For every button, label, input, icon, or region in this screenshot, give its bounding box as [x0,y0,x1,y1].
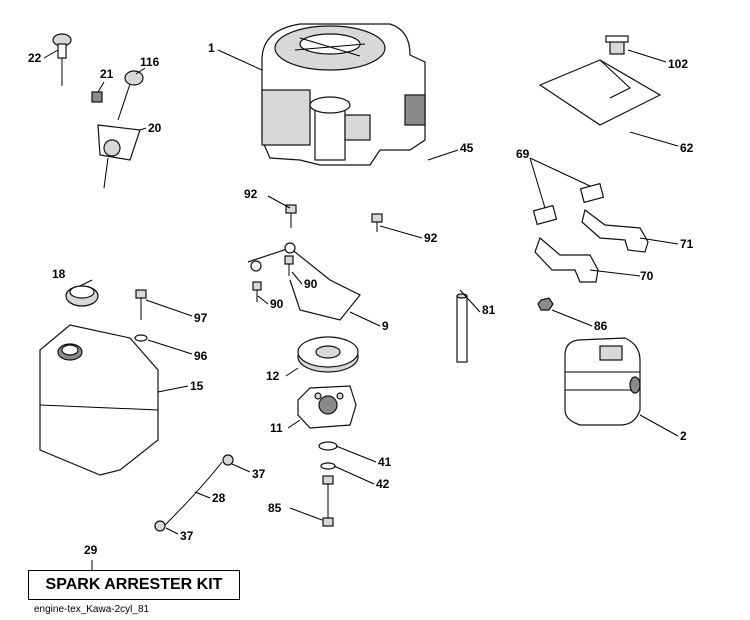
leader-lines [43,49,679,570]
label-part-71: 71 [680,237,694,251]
label-part-69: 69 [516,147,530,161]
label-part-90b: 90 [270,297,284,311]
clutch-part [297,385,357,429]
label-part-2: 2 [680,429,687,443]
clutch-hardware-part [318,441,338,527]
label-part-97: 97 [194,311,208,325]
engine-part [261,23,426,166]
pulley-part [297,336,359,373]
fuel-tank-part [39,285,159,476]
fuel-line-part [154,454,234,532]
label-part-29: 29 [84,543,98,557]
spark-arrester-kit-label: SPARK ARRESTER KIT [45,576,223,593]
label-part-92a: 92 [244,187,258,201]
rod-part [456,293,468,363]
label-part-41: 41 [378,455,392,469]
label-part-92b: 92 [424,231,438,245]
label-part-116: 116 [140,55,160,69]
belt-guide-part [247,242,361,321]
nut-part [537,297,554,311]
label-part-96: 96 [194,349,208,363]
label-part-22: 22 [28,51,42,65]
label-part-62: 62 [680,141,694,155]
engine-bolts-part [285,204,383,232]
diagram-footer-id: engine-tex_Kawa-2cyl_81 [34,604,150,615]
label-part-90a: 90 [304,277,318,291]
label-part-18: 18 [52,267,66,281]
label-part-85: 85 [268,501,282,515]
label-part-45: 45 [460,141,474,155]
spark-arrester-kit-box: SPARK ARRESTER KIT [28,570,240,600]
throttle-assembly-part [52,33,144,189]
heat-shield-part [538,35,662,126]
label-part-37b: 37 [180,529,194,543]
label-part-1: 1 [208,41,215,55]
label-part-42: 42 [376,477,390,491]
label-part-12: 12 [266,369,280,383]
muffler-part [564,337,641,426]
label-part-81: 81 [482,303,496,317]
label-part-15: 15 [190,379,204,393]
label-part-9: 9 [382,319,389,333]
label-part-28: 28 [212,491,226,505]
part-labels: 1 45 102 62 69 71 70 81 86 2 92 92 90 90… [28,41,694,557]
label-part-102: 102 [668,57,688,71]
label-part-70: 70 [640,269,654,283]
label-part-20: 20 [148,121,162,135]
tank-screw-part [134,289,148,342]
label-part-21: 21 [100,67,114,81]
label-part-86: 86 [594,319,608,333]
label-part-11: 11 [270,421,283,435]
exhaust-pipes-part [532,182,649,283]
label-part-37a: 37 [252,467,266,481]
